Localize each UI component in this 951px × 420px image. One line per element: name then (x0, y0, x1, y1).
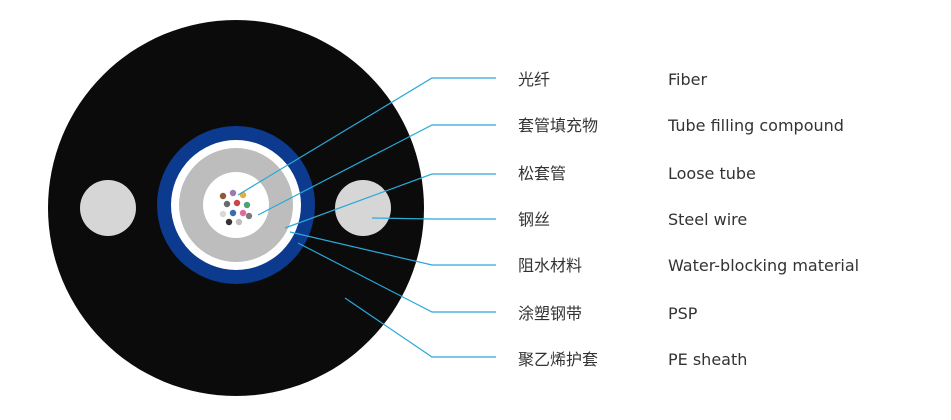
leader-line (344, 297, 496, 358)
fiber-strand (225, 218, 233, 226)
label-loose-tube-zh: 松套管 (518, 164, 567, 183)
label-tube-filling-zh: 套管填充物 (518, 116, 599, 135)
label-psp-zh: 涂塑钢带 (518, 304, 583, 323)
fiber-strand (223, 200, 231, 208)
leader-lines (237, 77, 496, 358)
leader-line (257, 124, 496, 216)
fiber-strand (235, 218, 243, 226)
steel-wire-right (335, 180, 391, 236)
fiber-strand (219, 192, 227, 200)
leader-line (297, 242, 496, 313)
fiber-bundle (219, 189, 253, 226)
label-water-blocking-zh: 阻水材料 (518, 256, 583, 275)
label-pe-sheath-en: PE sheath (668, 350, 748, 369)
leader-line (289, 231, 496, 266)
fiber-strand (229, 209, 237, 217)
label-pe-sheath-zh: 聚乙烯护套 (518, 350, 599, 369)
steel-wire-left (80, 180, 136, 236)
leader-line (284, 173, 496, 229)
label-loose-tube-en: Loose tube (668, 164, 756, 183)
label-psp-en: PSP (668, 304, 698, 323)
label-steel-wire-zh: 钢丝 (518, 210, 551, 229)
label-fiber-en: Fiber (668, 70, 708, 89)
leader-line (237, 77, 496, 196)
label-water-blocking-en: Water-blocking material (668, 256, 860, 275)
fiber-strand (245, 212, 253, 220)
label-tube-filling-en: Tube filling compound (668, 116, 844, 135)
fiber-strand (239, 209, 247, 217)
fiber-strand (229, 189, 237, 197)
label-fiber-zh: 光纤 (518, 70, 551, 89)
leader-line (371, 217, 496, 220)
fiber-strand (243, 201, 251, 209)
fiber-strand (219, 210, 227, 218)
fiber-strand (233, 199, 241, 207)
label-steel-wire-en: Steel wire (668, 210, 748, 229)
